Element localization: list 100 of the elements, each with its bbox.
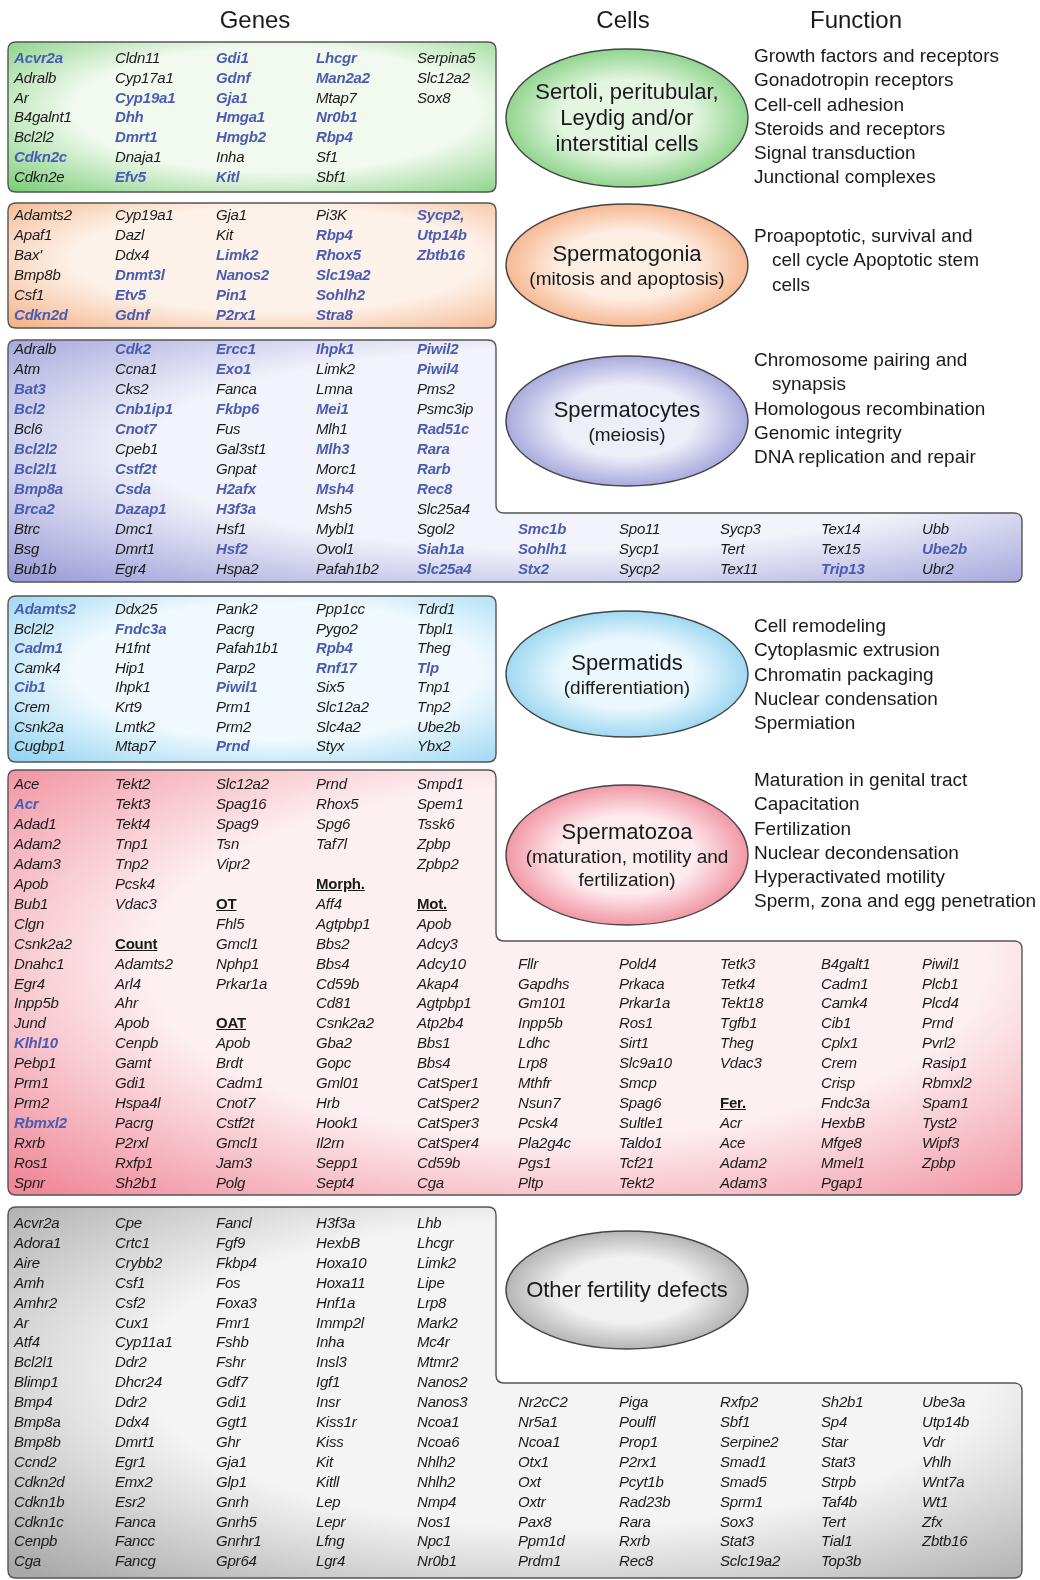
gene-name: Ovol1 — [316, 540, 355, 558]
gene-name: Pin1 — [216, 285, 247, 304]
gene-name: Il2rn — [316, 1134, 345, 1153]
gene-name: Bub1b — [14, 560, 57, 578]
gene-name: Acr — [14, 794, 39, 813]
gene-name: Zpbp2 — [417, 854, 459, 873]
gene-name: Ddr2 — [115, 1393, 147, 1412]
gene-name: Nsun7 — [518, 1094, 561, 1113]
gene-name: Gdi1 — [216, 49, 249, 67]
gene-name: Kit — [316, 1452, 333, 1471]
gene-name: Prnd — [216, 737, 250, 756]
gene-name: Fndc3a — [115, 619, 167, 638]
gene-name: Bcl2l1 — [14, 460, 57, 478]
gene-name: Arl4 — [115, 974, 141, 993]
gene-name: Slc4a2 — [316, 717, 361, 736]
gene-name: Dnahc1 — [14, 954, 65, 973]
cell-type-ellipse — [505, 1230, 749, 1350]
gene-name: Nhlh2 — [417, 1452, 456, 1471]
gene-name: Fancg — [115, 1552, 156, 1571]
gene-name: Rxfp2 — [720, 1393, 759, 1412]
gene-name: Insl3 — [316, 1353, 347, 1372]
gene-name: Oxt — [518, 1472, 541, 1491]
gene-name: Rad51c — [417, 420, 470, 438]
gene-name: Cnb1ip1 — [115, 400, 173, 418]
gene-name: Nos1 — [417, 1512, 452, 1531]
gene-name: Poulfl — [619, 1413, 656, 1431]
gene-name: Tetk4 — [720, 974, 756, 993]
cell-type-ellipse — [505, 355, 749, 487]
gene-name: Gopc — [316, 1054, 352, 1073]
gene-name: Slc12a2 — [417, 68, 470, 87]
gene-name: Nhlh2 — [417, 1472, 456, 1491]
gene-name: Emx2 — [115, 1472, 153, 1491]
gene-name: Serpina5 — [417, 49, 476, 67]
gene-name: Spam1 — [922, 1094, 969, 1113]
gene-name: HexbB — [316, 1233, 361, 1252]
cell-type-title: Spermatogonia — [552, 240, 702, 267]
function-text: Proapoptotic, survival and cell cycle Apoptotic stem cells — [754, 224, 980, 297]
function-text: Chromosome pairing and synapsis — [754, 348, 969, 397]
gene-name: Stat3 — [821, 1452, 856, 1471]
gene-name: Otx1 — [518, 1452, 549, 1471]
gene-name: Crem — [821, 1054, 857, 1073]
gene-name: Pi3K — [316, 206, 347, 224]
gene-name: Bbs1 — [417, 1034, 451, 1053]
function-text: Spermiation — [754, 711, 857, 736]
gene-name: Sepp1 — [316, 1154, 359, 1173]
gene-name: Nr0b1 — [316, 108, 358, 127]
gene-name: Mybl1 — [316, 520, 355, 538]
gene-name: Nmp4 — [417, 1492, 457, 1511]
gene-name: Wipf3 — [922, 1134, 960, 1153]
gene-name: Ncoa6 — [417, 1432, 460, 1451]
gene-name: Ube2b — [417, 717, 461, 736]
gene-name: Cdkn2c — [14, 148, 67, 166]
gene-name: Inha — [316, 1333, 345, 1352]
gene-panel — [8, 203, 496, 328]
gene-name: Spem1 — [417, 794, 464, 813]
group-heading: OAT — [216, 1014, 246, 1033]
gene-name: Zfx — [922, 1512, 943, 1531]
gene-name: Apaf1 — [14, 225, 53, 244]
gene-name: Pltp — [518, 1174, 544, 1192]
gene-name: Mtmr2 — [417, 1353, 459, 1372]
gene-name: Zpbp — [417, 834, 451, 853]
gene-name: Rpb4 — [316, 639, 353, 658]
gene-name: Klhl10 — [14, 1034, 58, 1053]
gene-name: Mfge8 — [821, 1134, 862, 1153]
gene-name: Cadm1 — [14, 639, 64, 658]
gene-name: Prm1 — [216, 698, 252, 716]
gene-name: Sohlh1 — [518, 540, 567, 558]
gene-name: H3f3a — [316, 1214, 356, 1232]
gene-name: Glp1 — [216, 1472, 247, 1491]
gene-name: Rbp4 — [316, 128, 353, 147]
gene-name: Csf1 — [115, 1273, 146, 1292]
gene-name: Gja1 — [216, 88, 248, 107]
gene-name: Cd59b — [417, 1154, 461, 1173]
gene-name: Lrp8 — [417, 1293, 447, 1312]
gene-name: Rbp4 — [316, 225, 353, 244]
gene-name: Sh2b1 — [115, 1174, 158, 1192]
gene-name: Gml01 — [316, 1074, 360, 1093]
gene-name: Brdt — [216, 1054, 243, 1073]
gene-name: Rxrb — [619, 1532, 650, 1551]
cell-type-ellipse — [505, 48, 749, 188]
gene-name: Tekt2 — [115, 775, 151, 793]
gene-name: Rbmxl2 — [14, 1114, 67, 1133]
function-text: DNA replication and repair — [754, 445, 977, 470]
gene-name: Dazap1 — [115, 500, 167, 518]
gene-name: Slc12a2 — [316, 698, 369, 716]
gene-name: Adralb — [14, 68, 57, 87]
gene-name: Dazl — [115, 225, 145, 244]
gene-name: Pax8 — [518, 1512, 552, 1531]
gene-name: Lhcgr — [417, 1233, 454, 1252]
gene-name: Cga — [417, 1174, 444, 1192]
gene-name: Prkar1a — [619, 994, 671, 1013]
gene-name: Atm — [14, 360, 41, 378]
gene-name: Sh2b1 — [821, 1393, 864, 1412]
gene-name: Cdkn2e — [14, 167, 65, 186]
gene-name: Etv5 — [115, 285, 146, 304]
gene-name: Bmp8b — [14, 265, 61, 284]
gene-name: P2rx1 — [619, 1452, 658, 1471]
gene-name: Tex11 — [720, 560, 759, 578]
gene-name: Spnr — [14, 1174, 45, 1192]
gene-name: Slc12a2 — [216, 775, 269, 793]
